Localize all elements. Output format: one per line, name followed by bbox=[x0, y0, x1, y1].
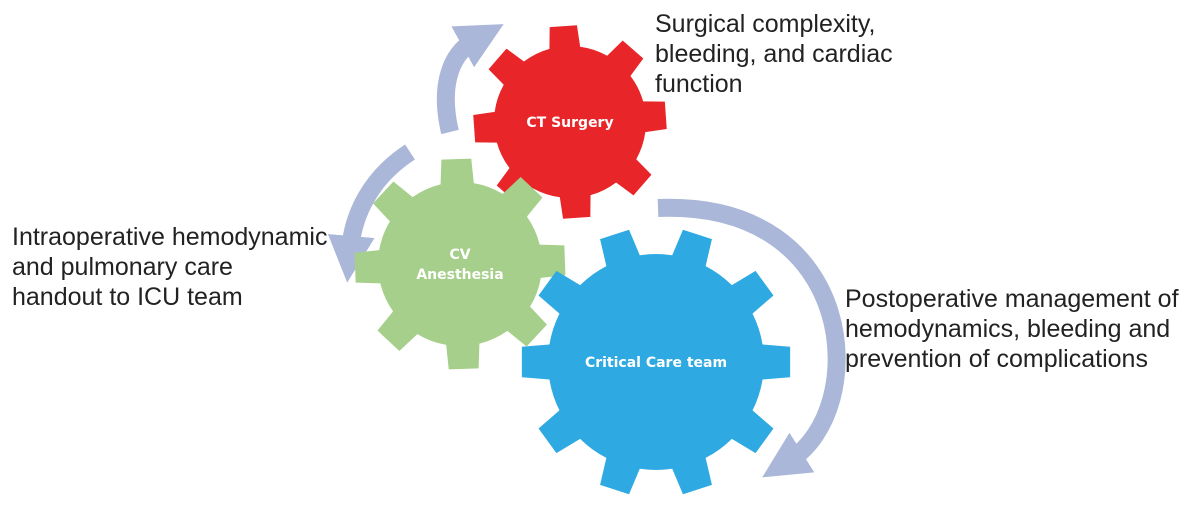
gear-critical-care-shape bbox=[521, 229, 791, 495]
gear-cv-anesthesia-shape bbox=[354, 158, 566, 370]
annotation-surgery-line: bleeding, and cardiac bbox=[655, 40, 893, 68]
annotation-anesthesia-line: and pulmonary care bbox=[12, 253, 233, 281]
annotation-surgery: Surgical complexity, bleeding, and cardi… bbox=[655, 9, 893, 99]
gear-cv-anesthesia-label: CV bbox=[449, 247, 470, 263]
annotation-critical-care-line: Postoperative management of bbox=[845, 285, 1179, 313]
gear-ct-surgery: CT Surgery bbox=[473, 25, 667, 219]
annotation-critical-care: Postoperative management of hemodynamics… bbox=[845, 284, 1179, 374]
arrow-surgery-to-anesthesia bbox=[327, 144, 416, 283]
gear-ct-surgery-shape bbox=[473, 25, 667, 219]
annotation-anesthesia: Intraoperative hemodynamic and pulmonary… bbox=[12, 222, 327, 312]
annotation-anesthesia-line: handout to ICU team bbox=[12, 283, 243, 311]
gear-critical-care-label: Critical Care team bbox=[585, 355, 727, 371]
cycle-arrows bbox=[327, 24, 846, 478]
gear-cv-anesthesia: CV Anesthesia bbox=[354, 158, 566, 370]
annotation-anesthesia-line: Intraoperative hemodynamic bbox=[12, 223, 328, 251]
arrow-anesthesia-to-surgery bbox=[436, 24, 504, 135]
annotation-surgery-line: function bbox=[655, 70, 743, 98]
arrow-surgery-to-critical-care bbox=[657, 198, 846, 478]
annotation-surgery-line: Surgical complexity, bbox=[655, 10, 876, 38]
gear-ct-surgery-label: CT Surgery bbox=[526, 115, 613, 131]
annotation-critical-care-line: hemodynamics, bleeding and bbox=[845, 315, 1171, 343]
gear-critical-care: Critical Care team bbox=[521, 229, 791, 495]
gear-cv-anesthesia-label: Anesthesia bbox=[416, 267, 503, 283]
annotation-critical-care-line: prevention of complications bbox=[845, 345, 1148, 373]
